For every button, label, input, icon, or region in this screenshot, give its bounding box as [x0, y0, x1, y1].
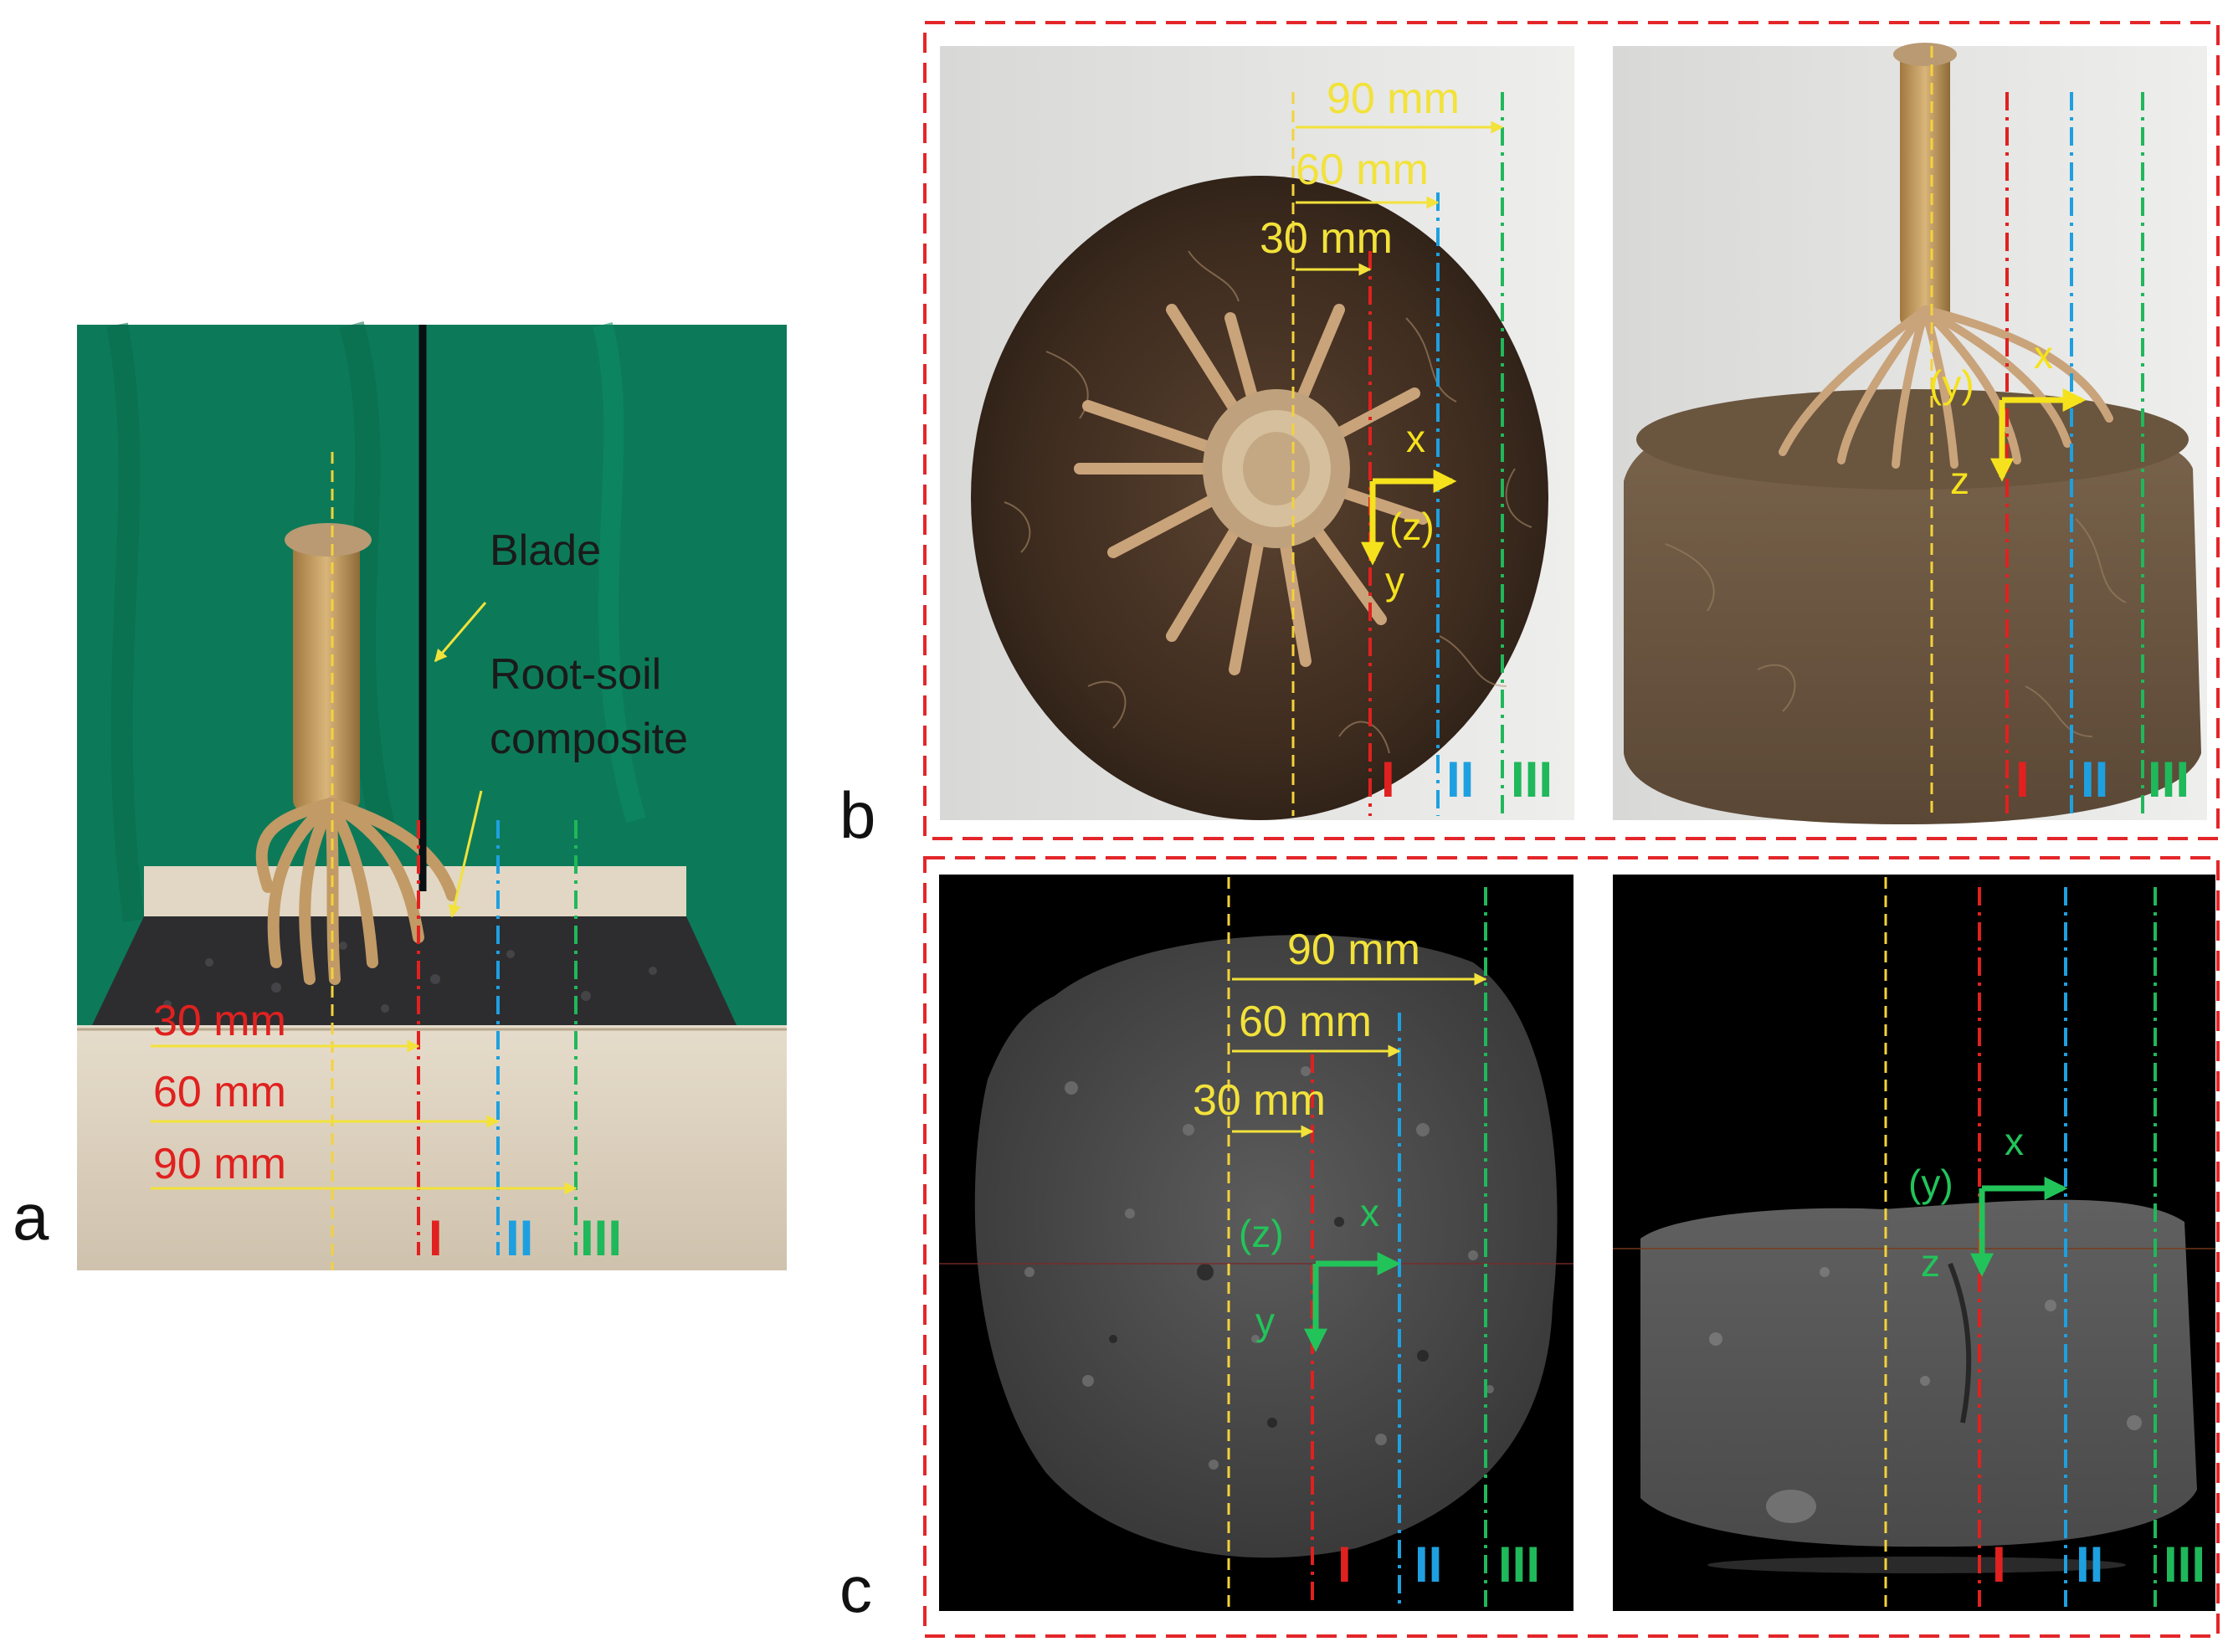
a-section-III: III [580, 1210, 622, 1266]
b-right-axis-y: (y) [1929, 362, 1974, 406]
c-right-axis-y: (y) [1908, 1162, 1953, 1205]
b-left-axis-y: y [1385, 559, 1404, 603]
panel-b-left-photo [940, 46, 1574, 820]
panel-c-frame [923, 856, 2220, 1638]
a-section-I: I [429, 1210, 443, 1266]
b-left-axis-z: (z) [1389, 505, 1435, 548]
c-left-section-III: III [1498, 1537, 1540, 1593]
b-left-section-III: III [1511, 752, 1553, 808]
c-left-distance-30: 30 mm [1193, 1076, 1326, 1125]
a-distance-60: 60 mm [153, 1068, 286, 1116]
b-left-section-I: I [1381, 752, 1395, 808]
panel-a-photo [77, 321, 787, 1270]
c-right-section-III: III [2164, 1537, 2205, 1593]
a-distance-30: 30 mm [153, 997, 286, 1045]
root-soil-label-line2: composite [490, 715, 688, 763]
c-right-axis-z: z [1921, 1241, 1940, 1285]
b-right-axis-z: z [1950, 459, 1969, 502]
b-left-distance-90: 90 mm [1327, 74, 1460, 123]
panel-b-right-photo [1613, 43, 2207, 824]
b-right-section-I: I [2015, 752, 2030, 808]
c-left-section-II: II [1414, 1537, 1442, 1593]
panel-b-frame [923, 21, 2220, 840]
panel-c-left-ct [939, 875, 1573, 1611]
b-left-distance-60: 60 mm [1296, 146, 1429, 194]
c-right-section-II: II [2076, 1537, 2103, 1593]
b-right-section-III: III [2148, 752, 2189, 808]
c-left-axis-y: y [1255, 1300, 1275, 1343]
panel-c-right-ct [1613, 875, 2215, 1611]
panel-letter-b: b [839, 778, 876, 852]
a-section-II: II [506, 1210, 533, 1266]
c-left-axis-z: (z) [1239, 1212, 1284, 1255]
c-left-distance-60: 60 mm [1239, 998, 1372, 1046]
c-right-section-I: I [1992, 1537, 2006, 1593]
b-left-section-II: II [1446, 752, 1474, 808]
b-left-distance-30: 30 mm [1260, 214, 1393, 263]
panel-letter-c: c [839, 1552, 872, 1626]
b-right-section-II: II [2081, 752, 2108, 808]
panel-letter-a: a [13, 1180, 49, 1254]
c-left-axis-x: x [1360, 1191, 1379, 1234]
root-soil-label-line1: Root-soil [490, 650, 661, 699]
c-left-distance-90: 90 mm [1287, 926, 1420, 974]
c-right-axis-x: x [2005, 1120, 2024, 1163]
b-left-axis-x: x [1406, 417, 1425, 460]
blade-label: Blade [490, 526, 601, 575]
c-left-section-I: I [1337, 1537, 1352, 1593]
b-right-axis-x: x [2034, 333, 2053, 377]
a-distance-90: 90 mm [153, 1140, 286, 1188]
